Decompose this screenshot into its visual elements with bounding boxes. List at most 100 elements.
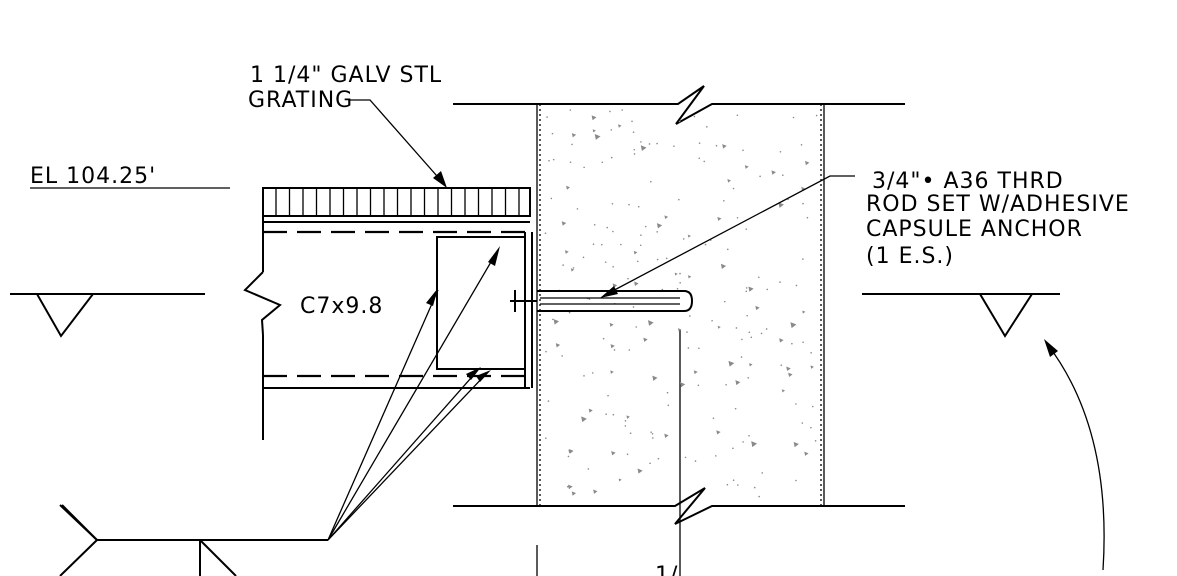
concrete-aggregate: [677, 328, 682, 332]
concrete-speck: [550, 197, 553, 200]
concrete-speck: [572, 267, 575, 269]
grating-leader-arrowhead: [433, 171, 447, 188]
grating-leader: [350, 99, 445, 185]
concrete-speck: [806, 216, 809, 219]
concrete-speck: [732, 187, 735, 190]
concrete-speck: [545, 437, 547, 440]
concrete-aggregate: [788, 372, 793, 377]
weld-leader-1: [327, 289, 439, 541]
concrete-speck: [737, 484, 739, 486]
concrete-speck: [602, 337, 605, 340]
concrete-speck: [640, 141, 642, 143]
concrete-aggregate: [568, 449, 572, 454]
weld-tail-lines: [59, 504, 98, 576]
concrete-speck: [571, 143, 573, 146]
concrete-aggregate: [643, 337, 648, 342]
concrete-speck: [712, 417, 715, 419]
concrete-aggregate: [717, 325, 721, 329]
concrete-aggregate: [802, 310, 806, 314]
top-break-line: [453, 85, 905, 125]
anchor-label-line4: (1 E.S.): [866, 244, 954, 269]
concrete-speck: [593, 224, 596, 226]
concrete-aggregate: [571, 491, 577, 496]
concrete-speck: [742, 441, 744, 443]
concrete-speck: [633, 148, 636, 151]
concrete-aggregate: [674, 272, 678, 276]
concrete-speck: [682, 238, 685, 240]
grating: [262, 187, 531, 217]
grating-callout: 1 1/4" GALV STL GRATING: [248, 63, 447, 188]
concrete-speck: [626, 453, 629, 456]
concrete-speck: [735, 327, 738, 329]
water-level-triangle-right: [978, 293, 1034, 338]
anchor-label-line3: CAPSULE ANCHOR: [866, 217, 1083, 242]
concrete-speck: [704, 243, 707, 246]
concrete-speck: [601, 161, 604, 164]
bottom-partial-label: 1/: [655, 563, 678, 576]
concrete-aggregate: [637, 468, 643, 474]
concrete-aggregate: [555, 343, 561, 348]
anchor-rod: [537, 290, 694, 312]
channel-member: C7x9.8: [243, 188, 530, 440]
concrete-speck: [684, 456, 687, 459]
concrete-speck: [551, 132, 554, 135]
concrete-speck: [569, 109, 572, 111]
concrete-speck: [545, 350, 547, 353]
concrete-speck: [676, 288, 679, 290]
concrete-speck: [748, 434, 750, 437]
anchor-leader: [604, 175, 855, 296]
concrete-aggregate: [633, 250, 638, 255]
channel-label: C7x9.8: [300, 294, 383, 319]
concrete-speck: [611, 202, 614, 205]
concrete-speck: [748, 331, 751, 334]
concrete-speck: [624, 425, 627, 427]
concrete-speck: [679, 282, 681, 284]
concrete-speck: [640, 234, 642, 236]
anchor-leader-arrowhead: [600, 286, 618, 298]
concrete-speck: [698, 142, 701, 144]
concrete-aggregate: [779, 338, 784, 343]
concrete-speck: [576, 208, 579, 210]
concrete-aggregate: [611, 450, 616, 456]
concrete-aggregate: [618, 478, 622, 482]
concrete-aggregate: [781, 389, 785, 393]
concrete-speck: [811, 405, 814, 408]
grating-label-line2: GRATING: [248, 88, 353, 113]
threaded-rod-anchor: [510, 290, 694, 312]
concrete-speck: [765, 328, 768, 330]
curved-leader-arrowhead: [1044, 339, 1058, 357]
concrete-aggregate: [571, 133, 577, 138]
anchor-callout: 3/4"• A36 THRD ROD SET W/ADHESIVE CAPSUL…: [600, 169, 1129, 298]
concrete-speck: [750, 336, 753, 339]
concrete-speck: [759, 175, 761, 178]
concrete-speck: [679, 272, 681, 275]
concrete-speck: [742, 149, 744, 152]
concrete-aggregate: [634, 281, 639, 287]
concrete-aggregate: [755, 305, 760, 311]
concrete-aggregate: [805, 160, 810, 166]
concrete-speck: [607, 394, 609, 397]
concrete-speck: [548, 159, 550, 162]
concrete-speck: [666, 391, 669, 394]
concrete-aggregate: [652, 375, 658, 381]
concrete-speck: [800, 144, 803, 146]
concrete-aggregate: [778, 202, 784, 208]
concrete-speck: [686, 331, 688, 333]
curved-leader-path: [1047, 344, 1105, 571]
concrete-speck: [734, 407, 737, 410]
concrete-speck: [693, 115, 696, 118]
concrete-aggregate: [640, 145, 647, 152]
concrete-aggregate: [618, 124, 622, 128]
concrete-speck: [687, 347, 690, 349]
concrete-speck: [694, 460, 697, 462]
weld-leader-4: [327, 372, 488, 541]
concrete-speck: [746, 314, 748, 317]
concrete-speck: [791, 342, 793, 345]
concrete-speck: [612, 265, 614, 268]
concrete-aggregate: [588, 408, 593, 413]
concrete-aggregate: [810, 365, 814, 369]
concrete-speck: [657, 457, 660, 460]
fillet-weld-symbol: [199, 539, 237, 576]
concrete-speck: [636, 260, 639, 263]
concrete-aggregate: [716, 430, 721, 435]
